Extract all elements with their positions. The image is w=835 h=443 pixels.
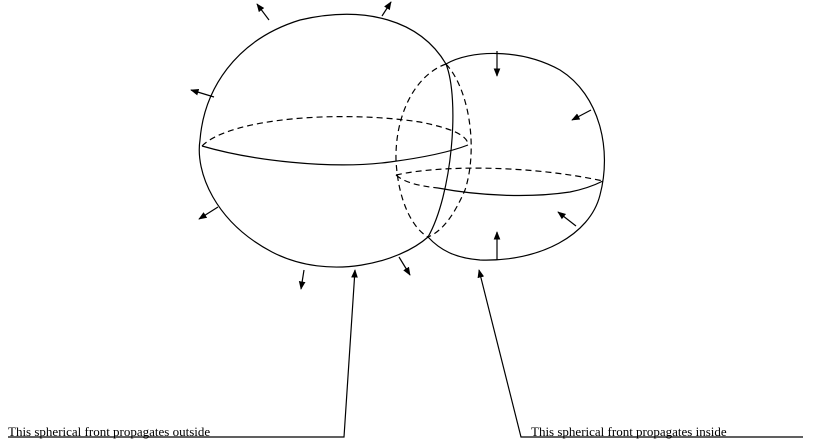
right-caption-leader xyxy=(477,269,803,438)
outward-arrow xyxy=(198,206,219,220)
outward-arrow xyxy=(398,256,411,276)
inner-sphere-hidden-arc xyxy=(395,63,447,238)
inner-sphere-equator-back xyxy=(395,167,604,182)
inner-sphere-outline xyxy=(427,52,606,261)
inside-propagation-caption: This spherical front propagates inside xyxy=(531,424,727,439)
outer-sphere-equator-back xyxy=(201,116,469,147)
inner-sphere-equator-hidden xyxy=(395,174,439,189)
outward-arrow xyxy=(381,1,392,17)
outer-sphere-intersection-curve xyxy=(427,63,454,238)
outer-sphere-hidden-arc xyxy=(427,63,472,238)
inner-sphere-equator-front xyxy=(437,180,604,197)
outward-arrow xyxy=(256,3,270,21)
outside-propagation-caption: This spherical front propagates outside xyxy=(8,424,211,439)
outer-sphere-equator-front xyxy=(201,144,469,166)
inward-arrow xyxy=(557,211,577,227)
left-caption-leader xyxy=(8,269,358,438)
outward-arrow xyxy=(190,88,215,98)
outward-arrow xyxy=(298,269,306,290)
outer-sphere-outline xyxy=(198,13,447,268)
inward-arrow xyxy=(571,109,592,121)
